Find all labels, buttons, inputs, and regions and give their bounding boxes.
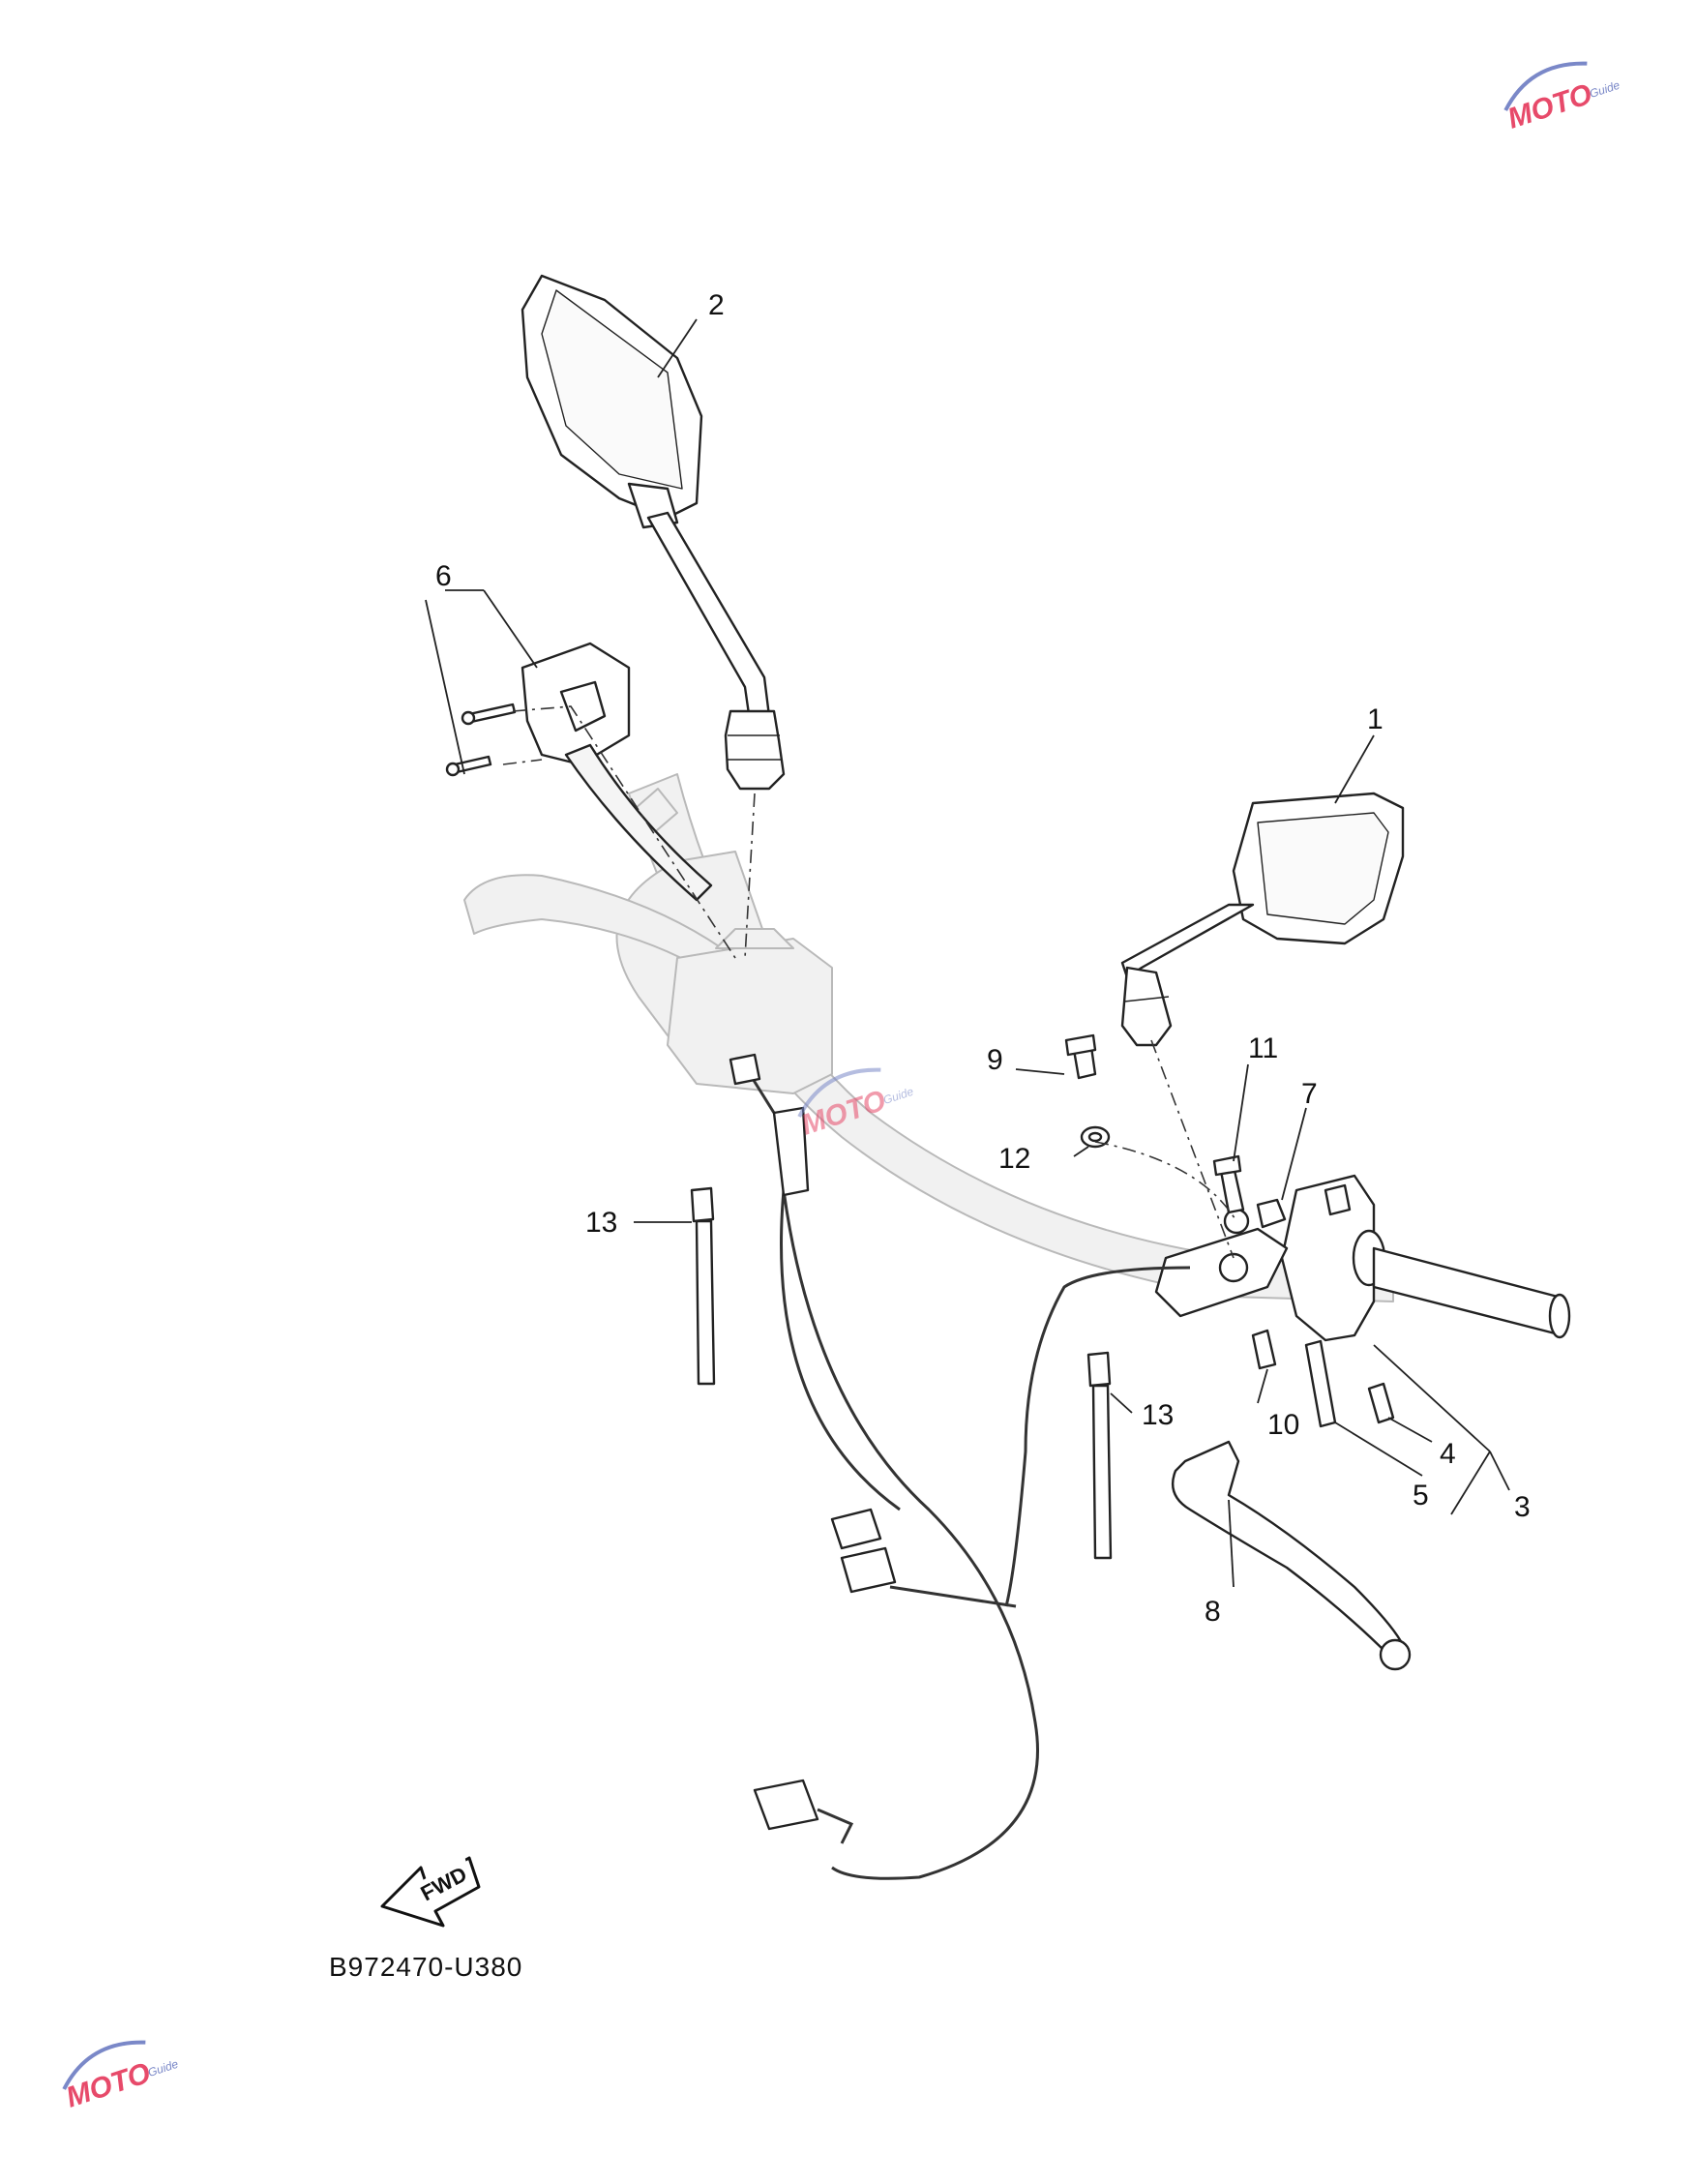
callouts: 2 1 6 9 12 11 7 13 13 10 4 5 3 8 — [435, 289, 1531, 1628]
clutch-lever — [1171, 1440, 1412, 1671]
callout-5: 5 — [1413, 1480, 1429, 1511]
callout-4: 4 — [1440, 1438, 1456, 1470]
watermark-brand: MOTO — [62, 2057, 154, 2114]
lever-bracket — [1064, 1033, 1395, 1428]
watermark-logo-top: MOTO Guide — [1503, 61, 1622, 135]
callout-2: 2 — [708, 289, 725, 321]
callout-12: 12 — [998, 1143, 1030, 1175]
right-switch — [1280, 1174, 1571, 1342]
watermark-sub: Guide — [146, 2057, 180, 2079]
wire-harness — [729, 1053, 1191, 1880]
callout-13-right: 13 — [1142, 1399, 1174, 1431]
cable-tie-right — [1086, 1351, 1113, 1560]
master-cylinder-ghost — [667, 928, 833, 1094]
callout-9: 9 — [987, 1044, 1003, 1076]
watermark-sub: Guide — [881, 1085, 915, 1107]
callout-6: 6 — [435, 560, 452, 592]
callout-7: 7 — [1301, 1078, 1318, 1110]
right-mirror — [1120, 792, 1405, 1047]
left-mirror — [521, 274, 786, 791]
figure-code: B972470-U380 — [329, 1952, 522, 1982]
assembly-lines — [502, 705, 1237, 1259]
cable-tie-left — [690, 1186, 716, 1386]
watermark-logo-bottom: MOTO Guide — [62, 2040, 180, 2114]
callout-3: 3 — [1514, 1491, 1531, 1523]
callout-11: 11 — [1248, 1032, 1278, 1064]
watermark-brand: MOTO — [1503, 78, 1595, 135]
watermark-sub: Guide — [1588, 78, 1622, 101]
callout-13-left: 13 — [585, 1207, 617, 1239]
callout-1: 1 — [1367, 703, 1384, 735]
left-switch — [445, 642, 713, 902]
leader-lines — [425, 318, 1510, 1588]
fwd-arrow: FWD — [380, 1856, 481, 1928]
callout-10: 10 — [1267, 1409, 1299, 1441]
callout-8: 8 — [1205, 1596, 1221, 1628]
